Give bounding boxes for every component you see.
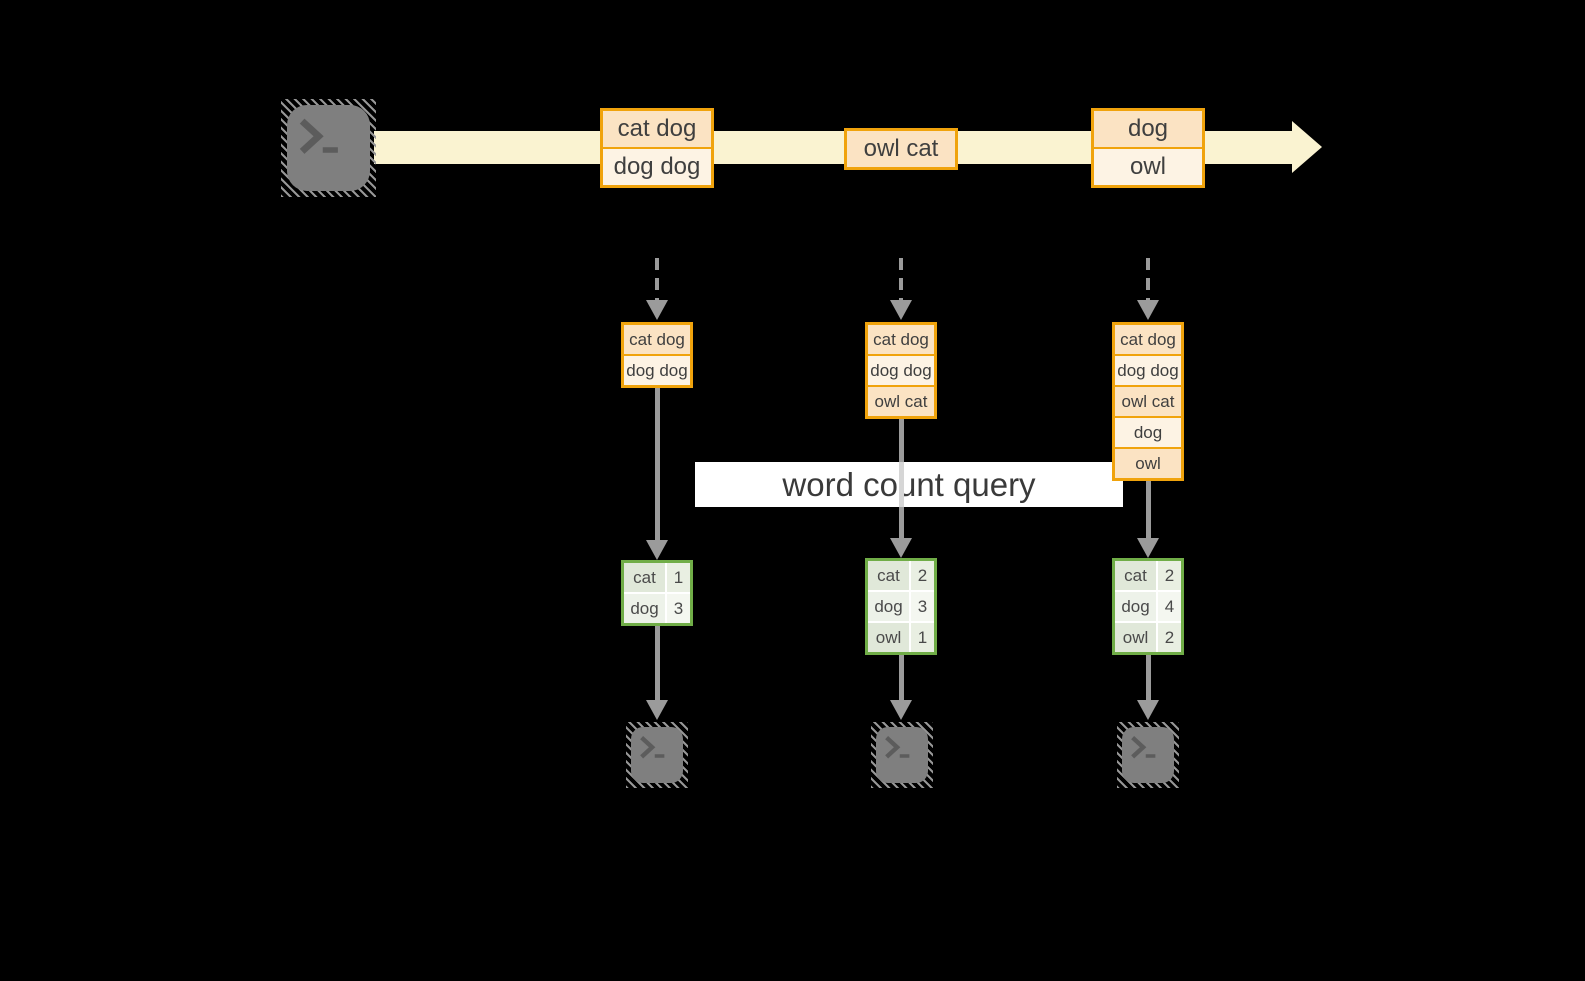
query-label: word count query [695, 462, 1123, 507]
query-arrow-head [890, 538, 912, 558]
input-state-table-2: cat dog dog dog owl cat [865, 322, 937, 419]
query-arrow-shaft [1146, 480, 1151, 538]
stream-batch-1: cat dog dog dog [600, 108, 714, 188]
query-arrow-head [646, 540, 668, 560]
result-word: cat [1115, 561, 1156, 590]
dashed-arrow-head [646, 300, 668, 320]
result-count: 2 [911, 561, 934, 590]
query-arrow-shaft [655, 387, 660, 540]
dashed-arrow-head [1137, 300, 1159, 320]
terminal-icon [876, 727, 928, 783]
stream-record: dog dog [603, 149, 711, 185]
terminal-icon [1122, 727, 1174, 783]
dashed-arrow-head [890, 300, 912, 320]
result-word: owl [868, 623, 909, 652]
dashed-arrow-shaft [899, 258, 903, 302]
state-row: dog dog [624, 356, 690, 385]
stream-record: owl cat [847, 131, 955, 167]
state-row: dog dog [868, 356, 934, 385]
terminal-icon [631, 727, 683, 783]
result-word: cat [868, 561, 909, 590]
result-table-1: cat 1 dog 3 [621, 560, 693, 626]
input-state-table-3: cat dog dog dog owl cat dog owl [1112, 322, 1184, 481]
result-count: 1 [911, 623, 934, 652]
result-count: 1 [667, 563, 690, 592]
sink-arrow-shaft [899, 655, 904, 700]
sink-terminal-shadow [626, 722, 688, 788]
sink-arrow-head [890, 700, 912, 720]
result-count: 3 [667, 594, 690, 623]
stream-record: cat dog [603, 111, 711, 147]
connector-through-label [899, 462, 904, 507]
stream-record: dog [1094, 111, 1202, 147]
dashed-arrow-shaft [655, 258, 659, 302]
sink-terminal-shadow [1117, 722, 1179, 788]
terminal-icon [287, 105, 370, 191]
sink-arrow-shaft [1146, 655, 1151, 700]
result-word: owl [1115, 623, 1156, 652]
sink-arrow-head [646, 700, 668, 720]
input-state-table-1: cat dog dog dog [621, 322, 693, 388]
result-count: 2 [1158, 561, 1181, 590]
state-row: owl [1115, 449, 1181, 478]
state-row: cat dog [868, 325, 934, 354]
result-word: dog [868, 592, 909, 621]
result-word: cat [624, 563, 665, 592]
result-word: dog [1115, 592, 1156, 621]
state-row: cat dog [1115, 325, 1181, 354]
sink-terminal-shadow [871, 722, 933, 788]
query-arrow-head [1137, 538, 1159, 558]
dashed-arrow-shaft [1146, 258, 1150, 302]
terminal-prompt-icon [299, 118, 338, 154]
result-word: dog [624, 594, 665, 623]
result-table-2: cat 2 dog 3 owl 1 [865, 558, 937, 655]
state-row: cat dog [624, 325, 690, 354]
stream-record: owl [1094, 149, 1202, 185]
result-count: 4 [1158, 592, 1181, 621]
state-row: dog dog [1115, 356, 1181, 385]
terminal-prompt-icon [1131, 736, 1156, 759]
result-count: 3 [911, 592, 934, 621]
stream-batch-3: dog owl [1091, 108, 1205, 188]
result-count: 2 [1158, 623, 1181, 652]
state-row: owl cat [1115, 387, 1181, 416]
sink-arrow-shaft [655, 626, 660, 700]
sink-arrow-head [1137, 700, 1159, 720]
terminal-prompt-icon [885, 736, 910, 759]
terminal-prompt-icon [640, 736, 665, 759]
result-table-3: cat 2 dog 4 owl 2 [1112, 558, 1184, 655]
stream-arrow-head [1292, 121, 1322, 173]
source-terminal-shadow [281, 99, 376, 197]
state-row: owl cat [868, 387, 934, 416]
state-row: dog [1115, 418, 1181, 447]
stream-batch-2: owl cat [844, 128, 958, 170]
